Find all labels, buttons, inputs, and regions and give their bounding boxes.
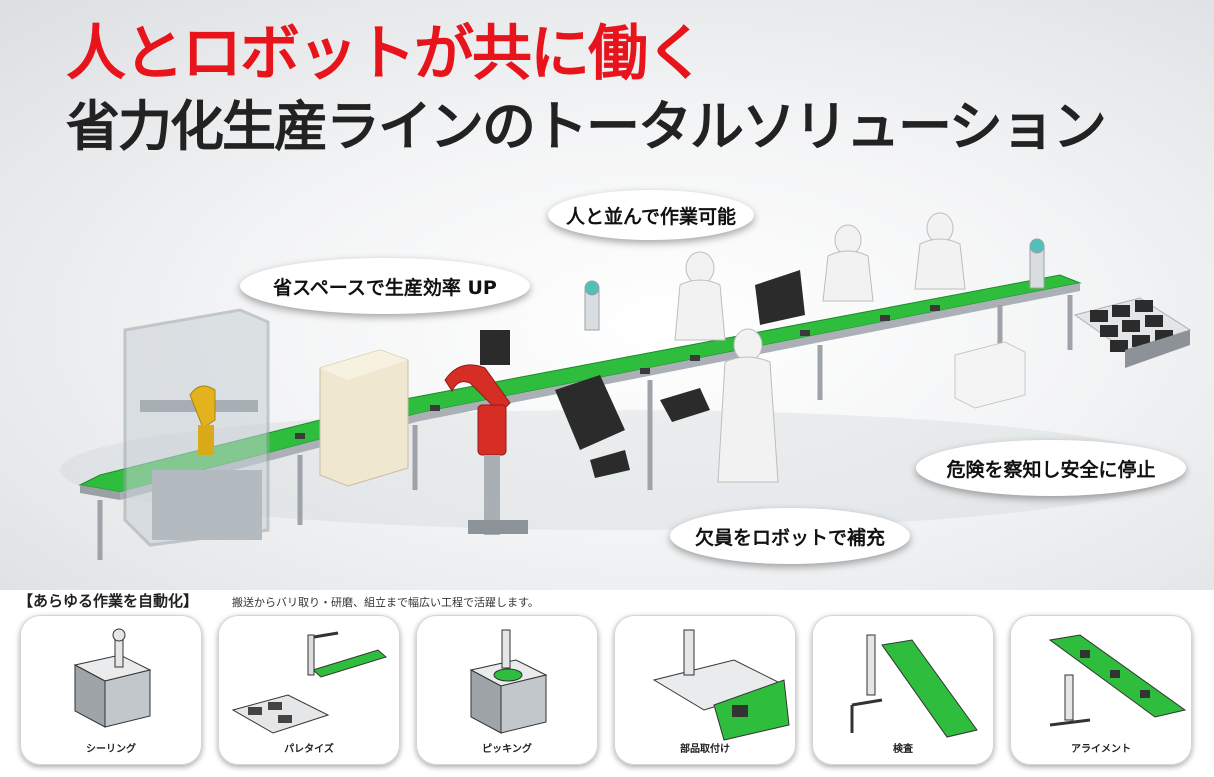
- red-robot-arm: [444, 364, 528, 535]
- card-label: アライメント: [1071, 744, 1131, 755]
- callout-space-saving: 省スペースで生産効率 UP: [240, 258, 530, 314]
- callout-side-by-side: 人と並んで作業可能: [548, 190, 754, 240]
- automation-heading: 【あらゆる作業を自動化】: [18, 592, 199, 610]
- callout-vacancy: 欠員をロボットで補充: [670, 508, 910, 564]
- sealing-illustration: [73, 628, 152, 728]
- inspection-box: [319, 349, 409, 487]
- picking-illustration: [469, 629, 548, 734]
- card-alignment: アライメント: [1010, 615, 1192, 765]
- card-label: 部品取付け: [680, 744, 730, 755]
- card-sealing: シーリング: [20, 615, 202, 765]
- tray-racks: [480, 270, 805, 478]
- production-line-illustration: [60, 212, 1192, 560]
- card-label: ピッキング: [482, 744, 532, 755]
- card-inspection: 検査: [812, 615, 994, 765]
- inspection-illustration: [850, 634, 978, 738]
- workers: [674, 212, 966, 483]
- callout-safety-stop: 危険を察知し安全に停止: [916, 440, 1186, 496]
- alignment-illustration: [1048, 634, 1187, 727]
- robot-cell: [123, 308, 270, 547]
- headline: 人とロボットが共に働く: [66, 19, 706, 89]
- card-parts-mounting: 部品取付け: [614, 615, 796, 765]
- parts-mounting-illustration: [652, 629, 790, 741]
- automation-description: 搬送からバリ取り・研磨、組立まで幅広い工程で活躍します。: [232, 596, 539, 609]
- cobot-arm: [584, 238, 1045, 331]
- palletizing-illustration: [231, 631, 388, 734]
- card-label: シーリング: [86, 744, 136, 755]
- white-cart: [954, 341, 1026, 409]
- subheadline: 省力化生産ラインのトータルソリューション: [66, 95, 1107, 158]
- card-palletizing: パレタイズ: [218, 615, 400, 765]
- card-picking: ピッキング: [416, 615, 598, 765]
- card-label: 検査: [893, 744, 913, 755]
- card-label: パレタイズ: [284, 744, 334, 755]
- pallet-trays: [1073, 297, 1192, 368]
